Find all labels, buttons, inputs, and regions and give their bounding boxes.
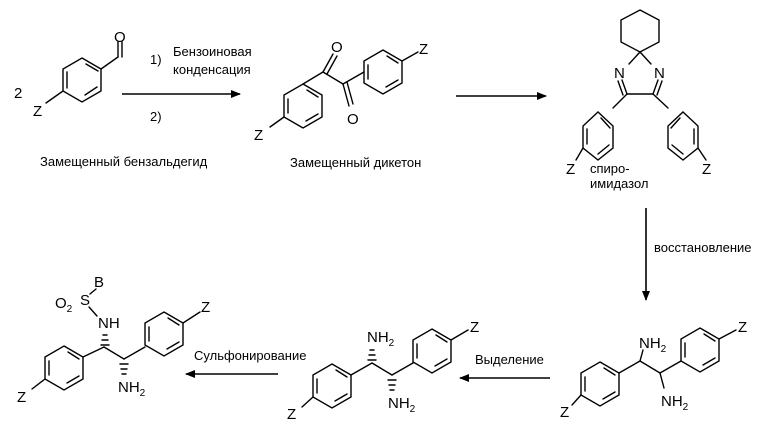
diamine-racemic-structure: Z NH2 NH2 Z [560,319,747,421]
aldehyde-oxygen: O [114,29,126,46]
sulfonamide-nh2: NH2 [118,379,146,399]
label-isolation: Выделение [475,352,544,367]
diamine-rac-right-z: Z [738,319,747,336]
step1-line2: конденсация [173,62,251,77]
cyclohexane-ring [620,9,660,53]
label-spiro-line1: спиро- [590,161,630,176]
sulfonyl-o2: O2 [55,295,73,315]
diamine-res-left-ring [312,363,352,409]
spiro-right-ring [667,111,699,161]
benzaldehyde-z: Z [33,103,42,120]
spiro-right-z: Z [702,161,711,178]
label-benzaldehyde: Замещенный бензальдегид [40,154,208,169]
diamine-rac-nh2-top: NH2 [639,335,667,355]
diketone-left-z: Z [254,127,263,144]
sulfonyl-s: S [80,292,90,309]
benzaldehyde-structure: 2 O Z [14,29,126,120]
diamine-resolved-structure: Z NH2 NH2 Z [287,319,479,423]
step1-line1: Бензоиновая [173,44,252,59]
sulfonyl-b: B [94,274,104,291]
sulfonamide-left-ring [44,345,84,391]
diamine-rac-left-z: Z [560,404,569,421]
spiro-left-z: Z [566,161,575,178]
coefficient-two: 2 [14,85,22,102]
label-diketone: Замещенный дикетон [290,155,421,170]
diamine-res-nh2-bottom: NH2 [388,395,416,415]
spiro-left-ring [582,111,614,161]
diketone-right-ring [363,49,403,95]
label-spiro-line2: имидазол [590,176,648,191]
step1-number: 1) [150,52,162,67]
diamine-res-left-z: Z [287,406,296,423]
diamine-res-nh2-top: NH2 [367,329,395,349]
imidazole-n-left: N [614,65,625,82]
diketone-structure: Z O O Z [254,39,428,144]
sulfonamide-left-z: Z [17,389,26,406]
sulfonamide-right-z: Z [201,299,210,316]
diamine-rac-right-ring [680,327,720,373]
diketone-right-z: Z [419,41,428,58]
diamine-res-right-z: Z [470,319,479,336]
spiroimidazole-structure: N N Z Z [566,9,711,178]
imidazole-n-right: N [654,65,665,82]
benzaldehyde-ring [62,57,102,103]
label-sulfonation: Сульфонирование [194,348,306,363]
sulfonamide-nh: NH [98,315,120,332]
step2-number: 2) [150,109,162,124]
diketone-left-ring [283,83,323,129]
sulfonamide-right-ring [144,311,184,357]
sulfonamide-structure: B O2 S NH Z NH2 Z [17,274,210,406]
diamine-rac-nh2-bottom: NH2 [661,393,689,413]
diamine-rac-left-ring [580,361,620,407]
diketone-oxygen-top: O [331,39,343,56]
diamine-res-right-ring [412,328,452,374]
diketone-oxygen-bottom: O [347,111,359,128]
label-reduction: восстановление [654,240,752,255]
